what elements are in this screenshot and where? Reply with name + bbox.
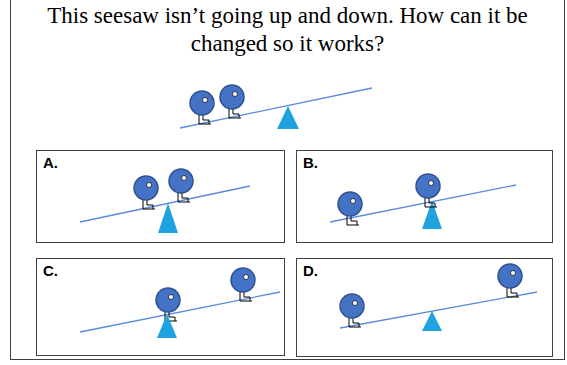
- option-box: A.: [36, 150, 285, 243]
- seesaw-c: [80, 268, 280, 338]
- seesaw-d: [340, 264, 537, 331]
- seesaw-a: [80, 169, 250, 233]
- option-box: C.: [36, 258, 285, 356]
- option-letter: B.: [297, 151, 318, 171]
- option-letter: D.: [297, 259, 318, 279]
- seesaw-b: [330, 174, 516, 229]
- option-box: B.: [296, 150, 553, 243]
- option-letter: C.: [37, 259, 58, 279]
- option-box: D.: [296, 258, 553, 357]
- seesaw-top: [180, 85, 372, 129]
- question-frame: This seesaw isn’t going up and down. How…: [10, 0, 565, 360]
- question-title: This seesaw isn’t going up and down. How…: [28, 2, 548, 57]
- option-letter: A.: [37, 151, 58, 171]
